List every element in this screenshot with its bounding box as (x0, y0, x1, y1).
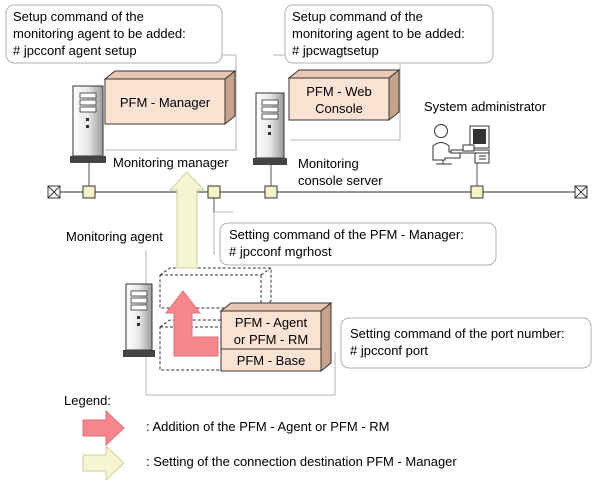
legend-addition-label: : Addition of the PFM - Agent or PFM - R… (146, 419, 389, 434)
callout-web-setup-line1: Setup command of the (292, 9, 423, 24)
pfm-agent-label-1: PFM - Agent (235, 315, 308, 330)
monitoring-agent-label: Monitoring agent (66, 229, 163, 244)
agent-server-icon (123, 283, 155, 357)
monitoring-console-label-2: console server (298, 173, 383, 188)
manager-server-icon (70, 85, 106, 163)
administrator-icon (432, 124, 490, 165)
callout-port-line2: # jpcconf port (350, 343, 428, 358)
legend-red-arrow-icon (82, 409, 125, 447)
callout-web-setup: Setup command of the monitoring agent to… (284, 4, 494, 64)
callout-port: Setting command of the port number: # jp… (340, 317, 592, 369)
node-manager (82, 185, 96, 199)
callout-web-setup-line3: # jpcwagtsetup (292, 43, 379, 58)
monitoring-console-label-1: Monitoring (298, 156, 359, 171)
legend-title: Legend: (64, 393, 111, 408)
node-agent (207, 185, 221, 199)
terminator-right-icon (574, 185, 588, 199)
legend-yellow-arrow-icon (82, 444, 125, 480)
connection-arrow (168, 171, 206, 269)
console-server-icon (253, 92, 287, 165)
callout-mgrhost: Setting command of the PFM - Manager: # … (219, 222, 497, 266)
monitoring-manager-label: Monitoring manager (113, 155, 229, 170)
callout-agent-setup-line2: monitoring agent to be added: (13, 26, 186, 41)
callout-mgrhost-line1: Setting command of the PFM - Manager: (229, 227, 464, 242)
callout-agent-setup-line3: # jpcconf agent setup (13, 43, 137, 58)
pfm-web-console-label-2: Console (315, 101, 363, 116)
legend-connection-label: : Setting of the connection destination … (146, 454, 457, 469)
pfm-web-console-label-1: PFM - Web (306, 84, 372, 99)
node-console (264, 185, 278, 199)
node-admin (470, 185, 484, 199)
pfm-base-label: PFM - Base (237, 353, 306, 368)
pfm-agent-label-2: or PFM - RM (234, 332, 308, 347)
pfm-web-console-box: PFM - Web Console (287, 68, 401, 122)
callout-agent-setup: Setup command of the monitoring agent to… (5, 4, 223, 64)
callout-agent-setup-line1: Setup command of the (13, 9, 144, 24)
pfm-manager-box: PFM - Manager (103, 69, 237, 126)
callout-mgrhost-line2: # jpcconf mgrhost (229, 244, 332, 259)
callout-port-line1: Setting command of the port number: (350, 326, 565, 341)
callout-web-setup-line2: monitoring agent to be added: (292, 26, 465, 41)
system-administrator-label: System administrator (424, 99, 547, 114)
pfm-manager-label: PFM - Manager (120, 95, 211, 110)
network-nodes (82, 185, 484, 199)
addition-arrow (164, 290, 219, 357)
pfm-agent-base-box: PFM - Agent or PFM - RM PFM - Base (219, 301, 333, 373)
terminator-left-icon (47, 185, 61, 199)
